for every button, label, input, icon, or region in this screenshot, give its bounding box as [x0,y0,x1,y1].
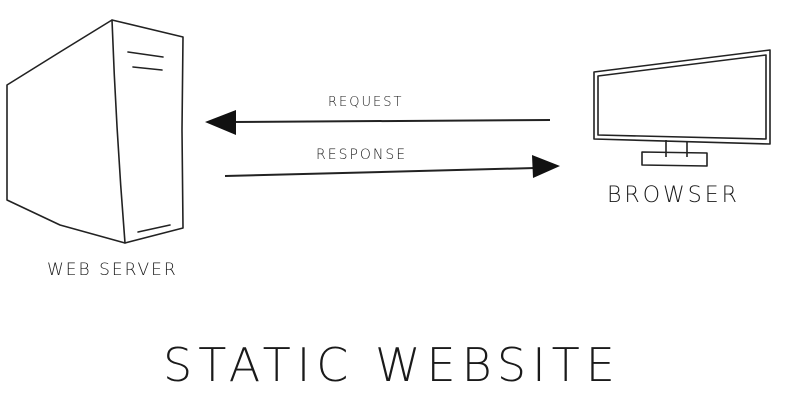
browser-monitor-icon [593,49,771,167]
response-label: RESPONSE [316,147,408,163]
browser-label: BROWSER [607,183,740,208]
web-server-label: WEB SERVER [47,260,178,280]
web-server-icon [6,19,184,244]
request-label: REQUEST [328,95,404,110]
request-arrow [205,110,551,135]
page-title: STATIC WEBSITE [163,338,621,392]
response-arrow [224,155,560,178]
